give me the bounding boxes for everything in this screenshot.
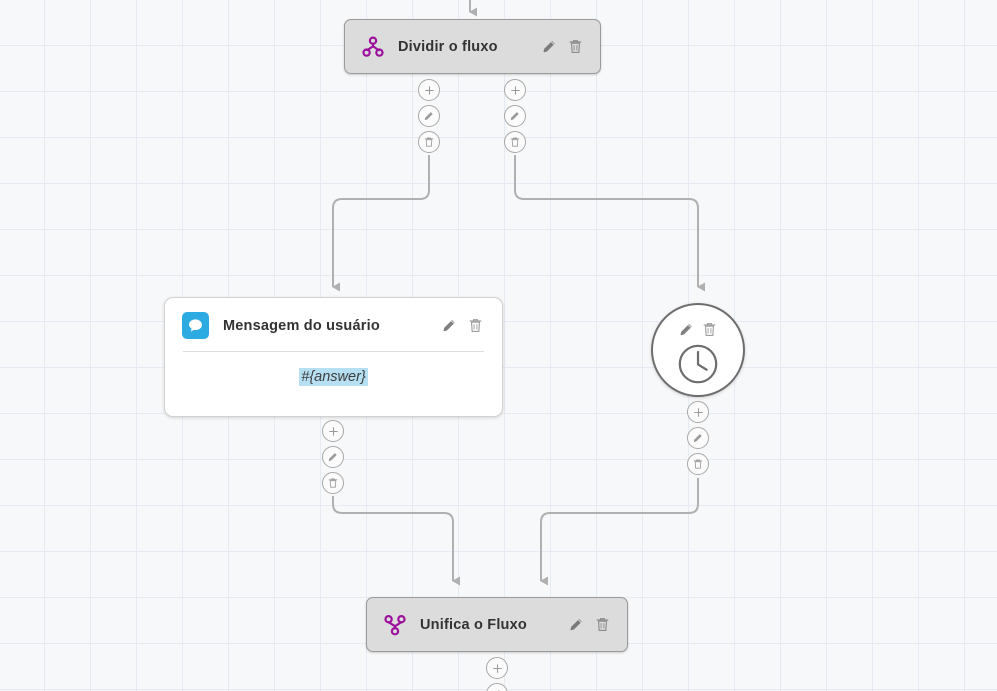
message-variable: #{answer} <box>299 368 368 386</box>
node-mensagem-do-usuario[interactable]: Mensagem do usuário #{answer} <box>164 297 503 417</box>
edit-icon[interactable] <box>568 616 585 633</box>
delete-icon[interactable] <box>687 453 709 475</box>
node-unifica-o-fluxo[interactable]: Unifica o Fluxo <box>366 597 628 652</box>
split-flow-icon <box>361 35 385 59</box>
node-title: Mensagem do usuário <box>223 317 380 334</box>
edit-icon[interactable] <box>504 105 526 127</box>
delete-icon[interactable] <box>467 317 484 334</box>
delete-icon[interactable] <box>701 321 718 338</box>
node-dividir-o-fluxo[interactable]: Dividir o fluxo <box>344 19 601 74</box>
edit-icon[interactable] <box>687 427 709 449</box>
delete-icon[interactable] <box>418 131 440 153</box>
edit-icon[interactable] <box>322 446 344 468</box>
add-icon[interactable] <box>418 79 440 101</box>
delete-icon[interactable] <box>567 38 584 55</box>
message-node-body: #{answer} <box>165 352 502 404</box>
edit-icon[interactable] <box>678 321 695 338</box>
edge-delay-to-merge <box>539 478 699 586</box>
connector-stack-delay[interactable] <box>687 401 709 475</box>
edge-split-to-message <box>331 155 430 292</box>
delete-icon[interactable] <box>504 131 526 153</box>
connector-stack-message[interactable] <box>322 420 344 494</box>
clock-icon <box>675 341 721 387</box>
edit-icon[interactable] <box>486 683 508 691</box>
delete-icon[interactable] <box>322 472 344 494</box>
connector-stack-split-left[interactable] <box>418 79 440 153</box>
node-title: Unifica o Fluxo <box>420 616 527 633</box>
edit-icon[interactable] <box>418 105 440 127</box>
add-icon[interactable] <box>504 79 526 101</box>
edit-icon[interactable] <box>441 317 458 334</box>
divider <box>183 351 484 352</box>
add-icon[interactable] <box>322 420 344 442</box>
add-icon[interactable] <box>486 657 508 679</box>
delay-node-actions[interactable] <box>678 321 718 338</box>
edge-split-to-delay <box>514 155 706 292</box>
add-icon[interactable] <box>687 401 709 423</box>
edit-icon[interactable] <box>541 38 558 55</box>
merge-flow-icon <box>383 613 407 637</box>
message-node-header: Mensagem do usuário <box>165 298 502 351</box>
delete-icon[interactable] <box>594 616 611 633</box>
node-title: Dividir o fluxo <box>398 38 498 55</box>
chat-bubble-icon <box>182 312 209 339</box>
node-delay[interactable] <box>651 303 745 397</box>
connector-stack-merge[interactable] <box>486 657 508 691</box>
edge-message-to-merge <box>332 496 461 586</box>
connector-stack-split-right[interactable] <box>504 79 526 153</box>
